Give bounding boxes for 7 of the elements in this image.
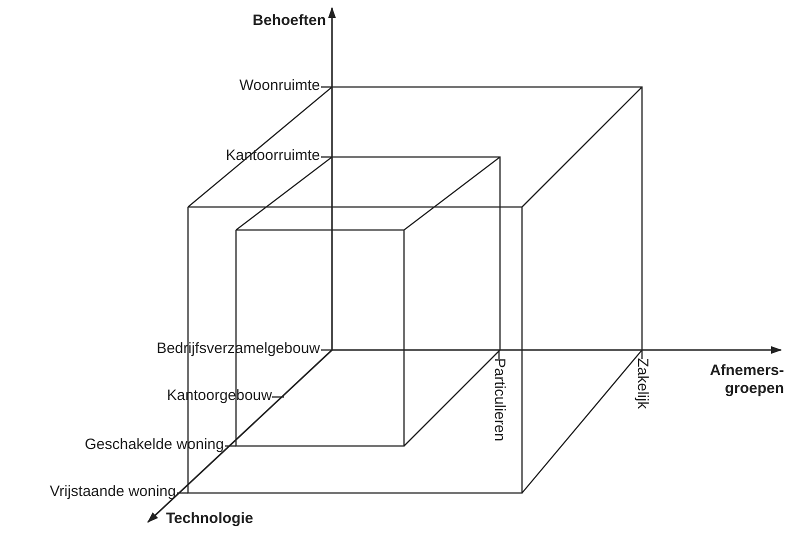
- axis-tick-label: Particulieren: [490, 358, 508, 442]
- axis-tick-label: Vrijstaande woning: [50, 483, 176, 501]
- axis-tick-label: Woonruimte: [239, 77, 320, 95]
- axis-tick-label: Zakelijk: [633, 358, 651, 409]
- axis-title: Afnemers- groepen: [708, 362, 784, 398]
- axis-title: Behoeften: [252, 12, 326, 30]
- axis-title: Technologie: [166, 510, 254, 528]
